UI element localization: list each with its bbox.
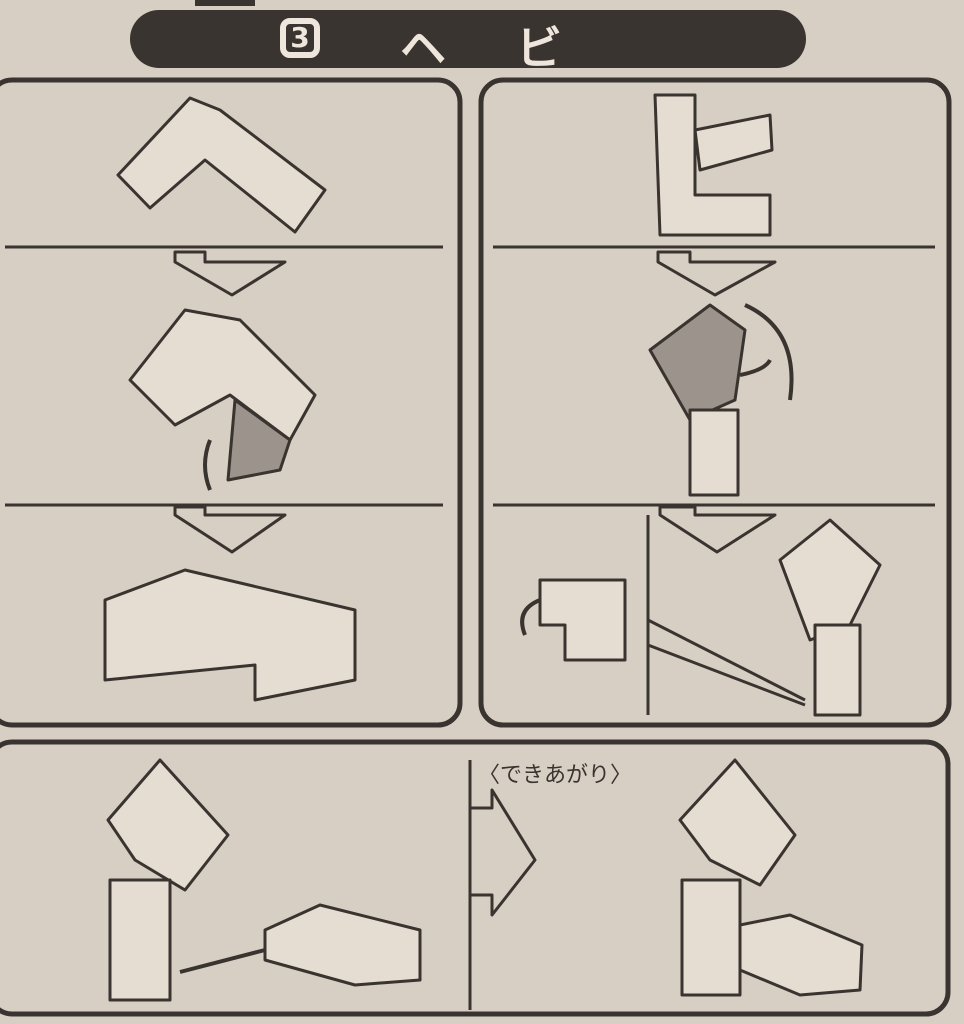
top-strip-label xyxy=(195,0,255,6)
snake-part-l xyxy=(653,93,772,237)
snake-stand xyxy=(680,878,742,997)
snake-finished-head xyxy=(678,758,797,887)
rotate-arrow-icon xyxy=(739,358,772,377)
snake-part-folding xyxy=(128,308,317,442)
down-arrow xyxy=(658,505,777,554)
down-arrow xyxy=(173,250,287,297)
snake-part-bent xyxy=(116,96,327,234)
step-header: 3 ヘビ xyxy=(130,10,806,75)
snake-stand xyxy=(108,878,172,1002)
panel-bottom xyxy=(0,739,951,1017)
completed-caption: 〈できあがり〉 xyxy=(478,763,633,788)
step-number: 3 xyxy=(280,18,320,58)
step-title: ヘビ xyxy=(400,21,632,75)
rotate-arrow-icon xyxy=(520,598,541,636)
panel-right xyxy=(478,77,952,728)
snake-head xyxy=(693,113,774,172)
panel-left xyxy=(0,77,463,728)
snake-folding-head xyxy=(648,303,747,422)
snake-assembled xyxy=(778,518,882,642)
snake-body-flat xyxy=(103,568,357,702)
snake-finished-body xyxy=(738,913,864,997)
snake-bottom-left xyxy=(106,758,230,892)
snake-stand-detail xyxy=(538,578,627,662)
insert-arrow-icon xyxy=(179,948,266,974)
rotate-arrow-icon xyxy=(203,439,212,491)
rotate-arrow-icon xyxy=(744,303,794,401)
snake-stand xyxy=(813,623,862,717)
snake-stand xyxy=(688,408,740,497)
down-arrow xyxy=(173,505,287,554)
snake-part-shaded xyxy=(226,398,292,482)
right-arrow xyxy=(468,788,537,917)
snake-body-small xyxy=(263,903,422,987)
down-arrow xyxy=(656,250,777,297)
